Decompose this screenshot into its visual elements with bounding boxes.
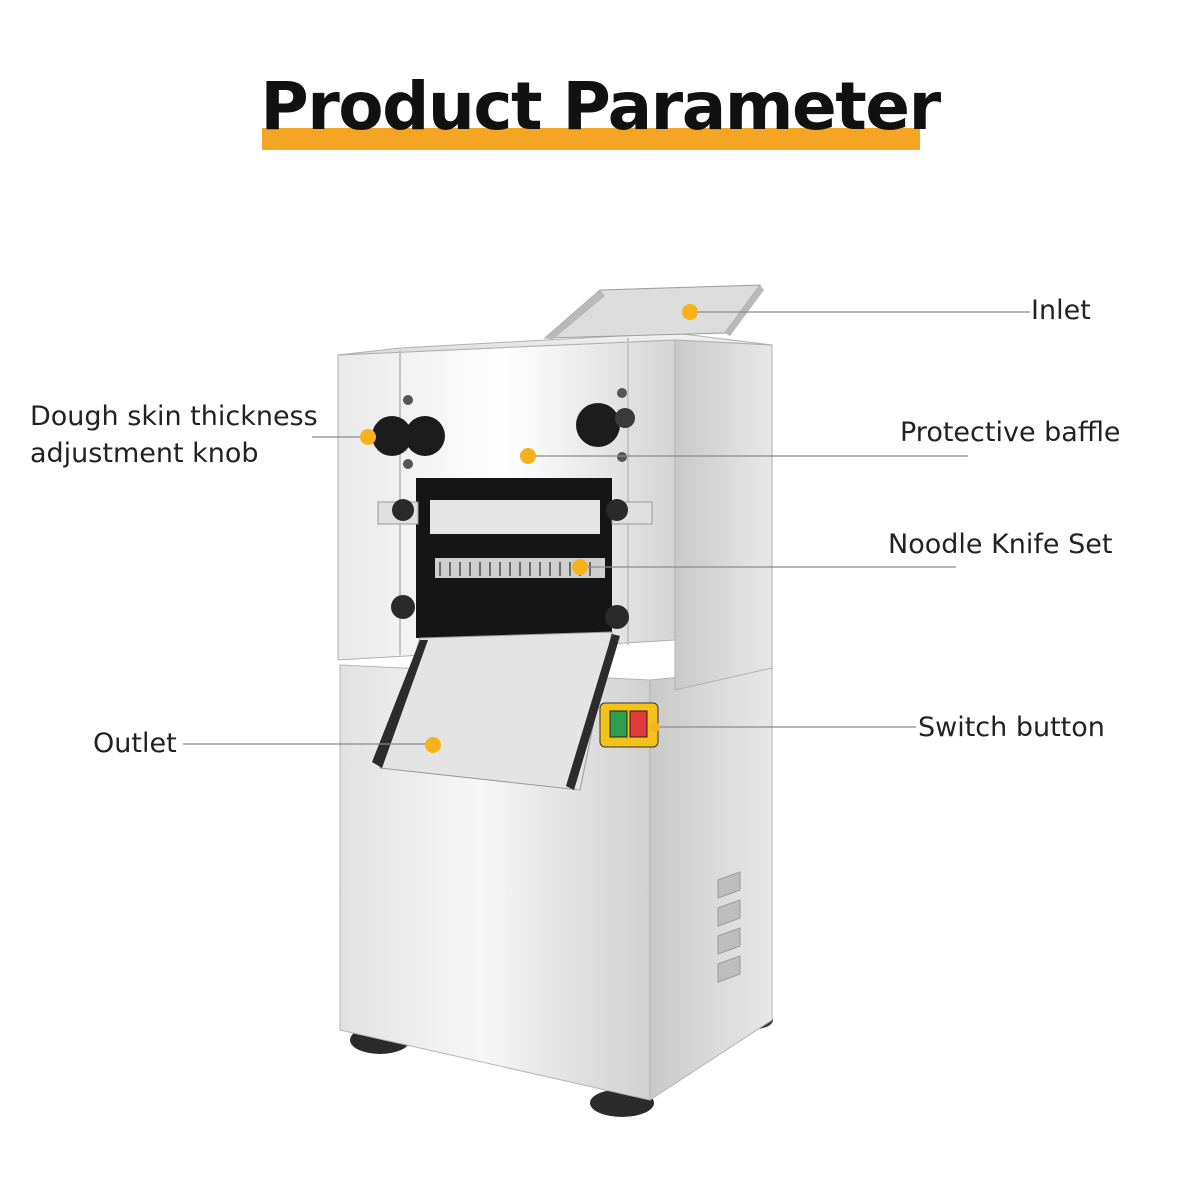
leader-lines [183, 311, 1030, 745]
dot-inlet [682, 304, 698, 320]
label-switch: Switch button [918, 712, 1105, 743]
head-top [337, 332, 773, 356]
label-outlet: Outlet [93, 728, 177, 759]
bolt-left-1 [392, 499, 414, 521]
switch-panel [599, 702, 659, 748]
bolt-left-2 [391, 595, 415, 619]
label-knob-line2: adjustment knob [30, 438, 259, 469]
bolt-right-1 [606, 499, 628, 521]
dot-outlet [425, 737, 441, 753]
cabinet-vents [717, 871, 741, 983]
knob-right [576, 403, 635, 447]
title-area: Product Parameter [0, 60, 1200, 170]
dot-switch [650, 722, 660, 732]
dot-baffle [520, 448, 536, 464]
dot-knob [360, 429, 376, 445]
label-inlet: Inlet [1031, 295, 1091, 326]
label-baffle: Protective baffle [900, 417, 1121, 448]
roller-upper [430, 500, 600, 534]
callout-dots [360, 304, 698, 753]
head-side [674, 339, 773, 691]
label-knob-line1: Dough skin thickness [30, 401, 318, 432]
knob-left [372, 416, 445, 456]
dot-knife [572, 559, 588, 575]
title-underline [262, 128, 920, 150]
page-title: Product Parameter [260, 68, 941, 145]
bolt-right-2 [605, 605, 629, 629]
label-knife: Noodle Knife Set [888, 529, 1113, 560]
cabinet-side [649, 667, 773, 1101]
